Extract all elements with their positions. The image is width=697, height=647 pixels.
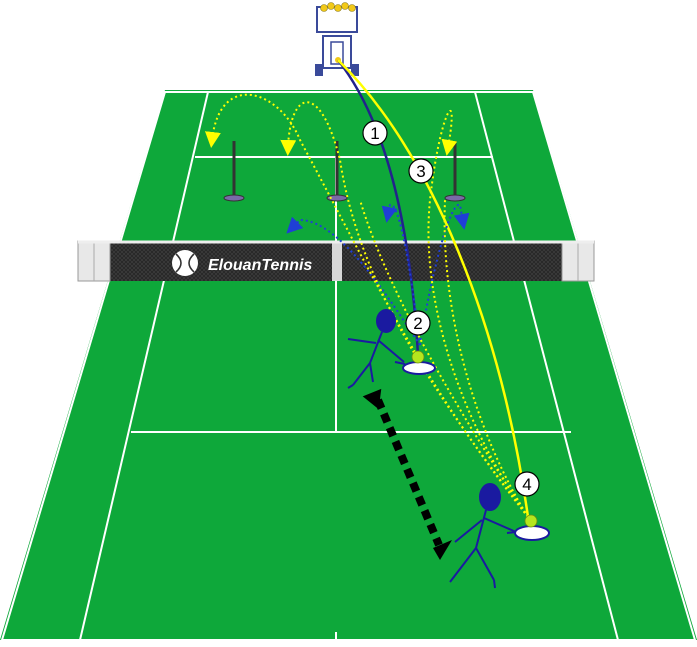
brand-name: ElouanTennis bbox=[208, 257, 312, 274]
svg-text:2: 2 bbox=[413, 314, 422, 333]
training-stick-left bbox=[223, 141, 245, 202]
tennis-ball-icon bbox=[524, 514, 538, 528]
tennis-ball-icon bbox=[411, 350, 425, 364]
svg-text:3: 3 bbox=[416, 162, 425, 181]
step-badge-1: 1 bbox=[362, 120, 388, 146]
return-paths-player-4 bbox=[204, 93, 529, 518]
tennis-ball-logo-icon bbox=[172, 250, 198, 276]
court-lines bbox=[0, 91, 697, 641]
trajectory-3 bbox=[337, 59, 530, 518]
step-badge-3: 3 bbox=[408, 158, 434, 184]
step-badge-2: 2 bbox=[405, 310, 431, 336]
ball-machine-icon bbox=[315, 2, 359, 76]
step-badge-4: 4 bbox=[514, 471, 540, 497]
movement-arrow bbox=[362, 388, 452, 560]
player-figure-icon bbox=[449, 483, 517, 589]
training-stick-center bbox=[326, 141, 348, 202]
svg-text:4: 4 bbox=[522, 475, 531, 494]
svg-text:1: 1 bbox=[370, 124, 379, 143]
court-surface bbox=[0, 90, 697, 640]
player-figure-icon bbox=[347, 309, 405, 389]
tennis-net bbox=[77, 240, 595, 282]
